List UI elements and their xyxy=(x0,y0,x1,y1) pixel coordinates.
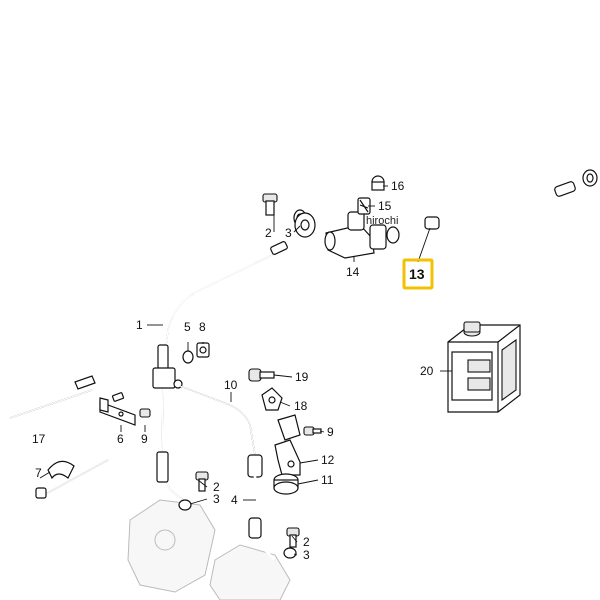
watermark: hirochi xyxy=(366,215,398,227)
callout-11: 11 xyxy=(321,473,334,487)
callout-3-top: 3 xyxy=(285,226,292,240)
callout-labels: 1 2 3 5 8 6 9 17 7 10 2 3 4 2 3 19 18 9 … xyxy=(32,179,434,562)
callout-2-mid: 2 xyxy=(213,480,220,494)
nut-8[interactable] xyxy=(196,342,210,358)
bolt-19[interactable] xyxy=(248,368,275,382)
callout-3-mid: 3 xyxy=(213,492,220,506)
callout-14: 14 xyxy=(346,265,360,279)
callout-13: 13 xyxy=(409,266,425,282)
bracket-6[interactable] xyxy=(99,397,136,426)
callout-15: 15 xyxy=(378,199,392,213)
brake-line-10[interactable] xyxy=(179,385,256,456)
brake-line-front[interactable] xyxy=(152,241,288,506)
screw-9a[interactable] xyxy=(111,392,151,418)
highlight-box-13 xyxy=(402,258,434,290)
callout-2-low: 2 xyxy=(303,535,310,549)
fitting-15[interactable] xyxy=(357,197,371,215)
callout-17: 17 xyxy=(32,432,46,446)
callout-8: 8 xyxy=(199,320,206,334)
cable-tie-17[interactable] xyxy=(9,375,96,419)
banjo-bolt-low[interactable] xyxy=(283,527,300,559)
leader-lines xyxy=(39,185,452,556)
screw-9b[interactable] xyxy=(303,426,322,436)
callout-3-low: 3 xyxy=(303,548,310,562)
master-cylinder-14[interactable] xyxy=(324,211,400,259)
brake-hose-4[interactable] xyxy=(247,454,276,561)
brake-hose-13[interactable] xyxy=(399,169,598,234)
callout-4: 4 xyxy=(231,493,238,507)
cap-16[interactable] xyxy=(371,175,385,191)
bracket-18[interactable] xyxy=(261,387,301,441)
brake-fluid-can-20[interactable] xyxy=(447,321,521,413)
callout-10: 10 xyxy=(224,378,238,392)
caliper-ghost-left xyxy=(127,499,216,593)
callout-20: 20 xyxy=(420,364,434,378)
caliper-ghost-right xyxy=(209,544,291,600)
callout-9-right: 9 xyxy=(327,425,334,439)
callout-12: 12 xyxy=(321,453,335,467)
callout-2-top: 2 xyxy=(265,226,272,240)
callout-9-left: 9 xyxy=(141,432,148,446)
callout-16: 16 xyxy=(391,179,405,193)
callout-19: 19 xyxy=(295,370,309,384)
banjo-bolt-mid[interactable] xyxy=(178,471,209,511)
clip-7[interactable] xyxy=(35,459,109,499)
callout-6: 6 xyxy=(117,432,124,446)
callout-7: 7 xyxy=(35,466,42,480)
callout-1: 1 xyxy=(136,318,143,332)
callout-5: 5 xyxy=(184,320,191,334)
banjo-fitting-top[interactable] xyxy=(294,212,316,238)
grommet-11[interactable] xyxy=(273,473,299,495)
washer-5[interactable] xyxy=(182,350,194,364)
bracket-12[interactable] xyxy=(274,439,301,476)
callout-18: 18 xyxy=(294,399,308,413)
